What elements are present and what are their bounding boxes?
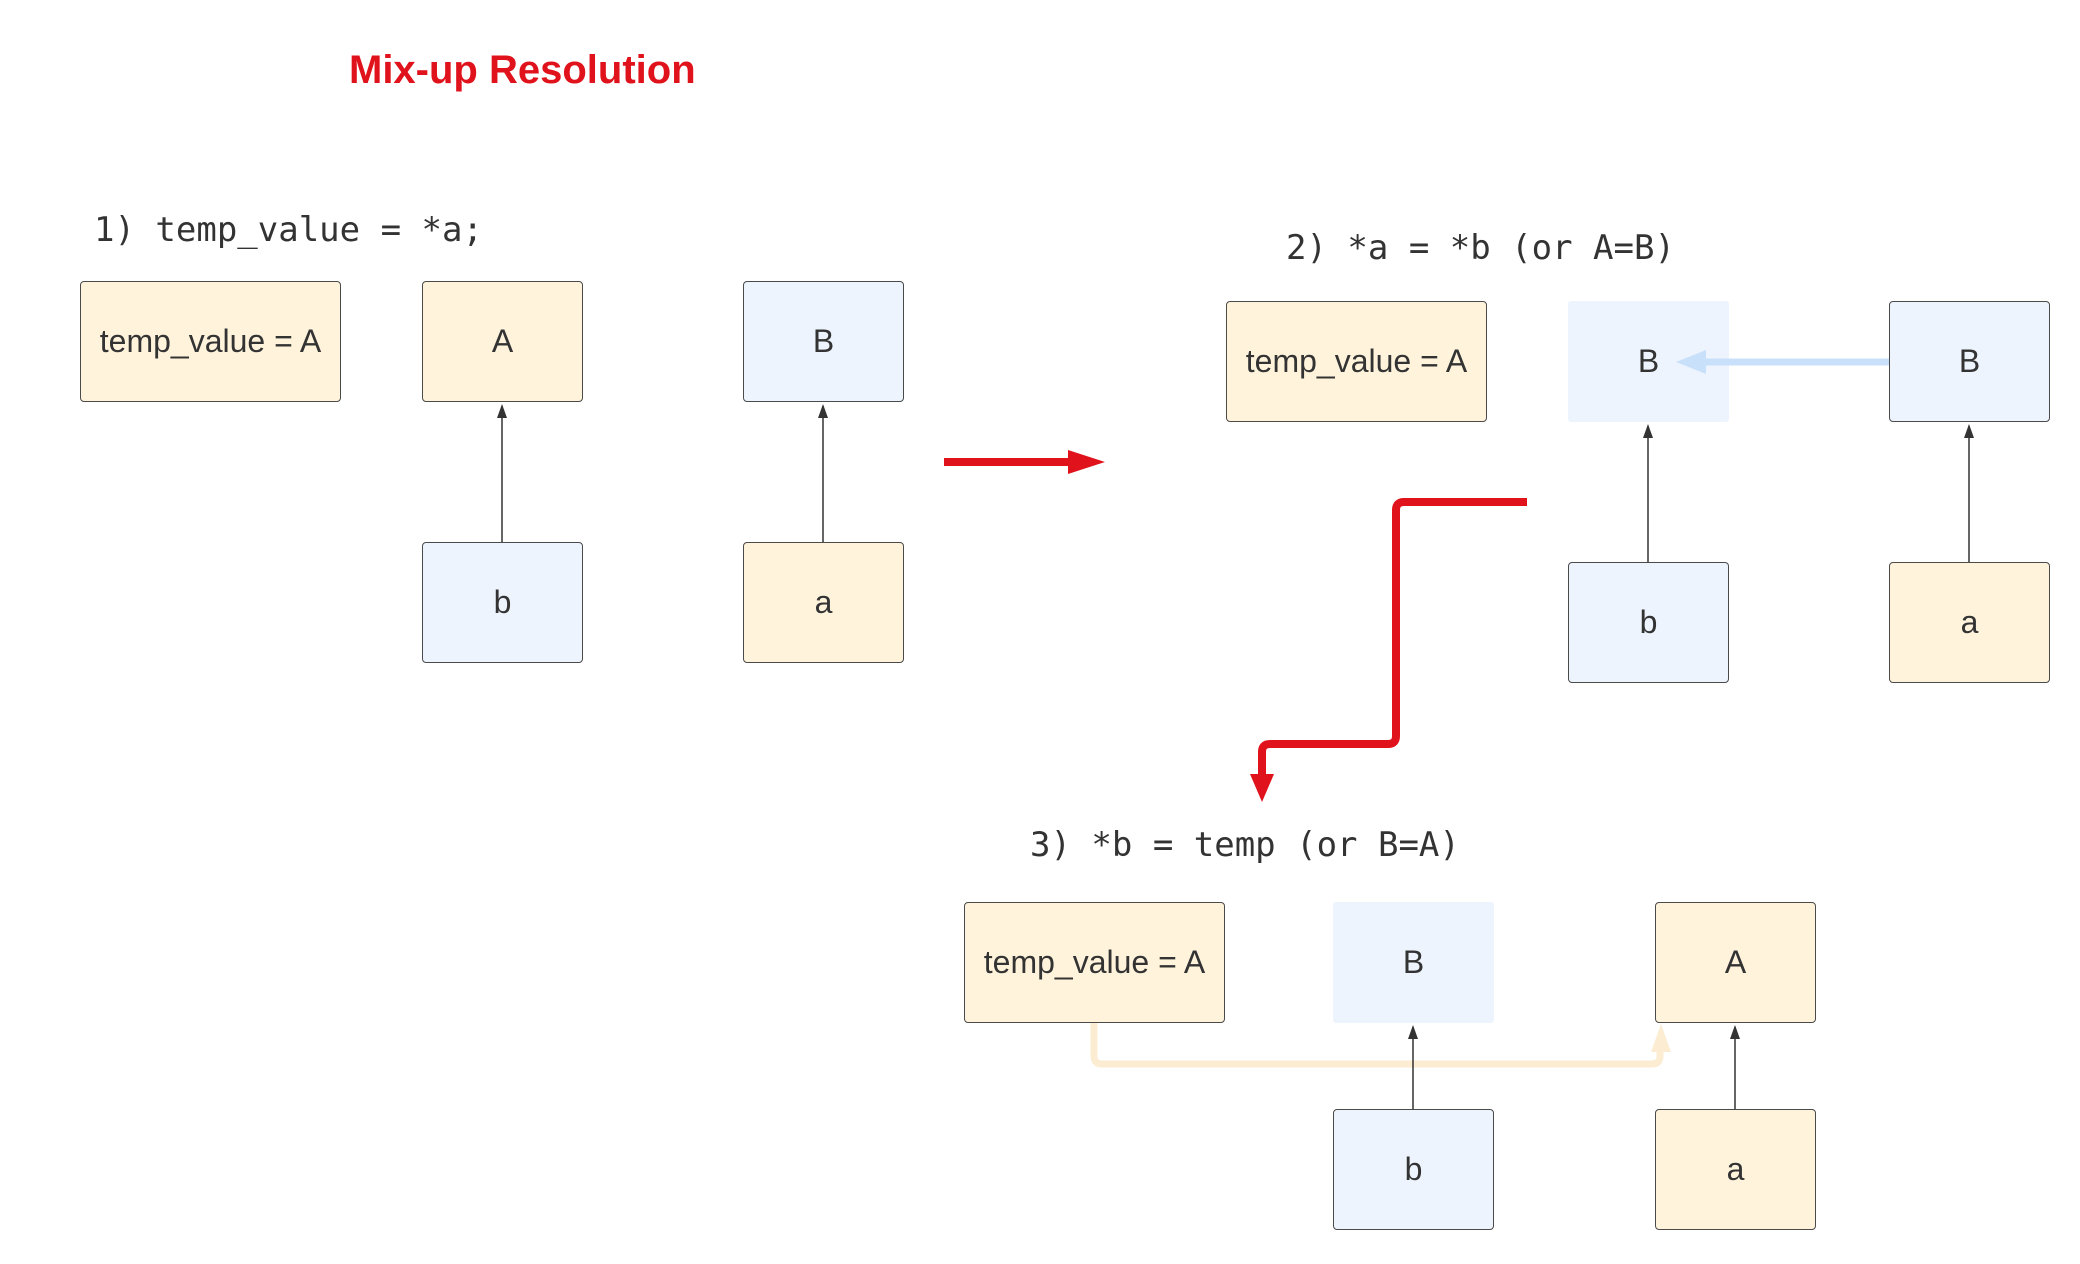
step-1-pointer-b-box: b <box>422 542 583 663</box>
diagram-title: Mix-up Resolution <box>349 48 696 92</box>
step-3-label: 3) *b = temp (or B=A) <box>1030 825 1460 865</box>
step-3-pointer-a-arrow <box>1730 1025 1740 1109</box>
step-2-pointer-b-arrow <box>1643 424 1653 562</box>
transition-arrow-2-to-3 <box>1250 498 1527 802</box>
step-3-temp-value-box: temp_value = A <box>964 902 1225 1023</box>
step-2-label: 2) *a = *b (or A=B) <box>1286 228 1675 268</box>
step-3-pointer-b-arrow <box>1408 1025 1418 1109</box>
step-2-pointer-b-box: b <box>1568 562 1729 683</box>
step-1-pointer-a-box: a <box>743 542 904 663</box>
step-1-temp-value-box: temp_value = A <box>80 281 341 402</box>
step-1-pointer-a-to-B-arrow <box>818 404 828 542</box>
step-2-pointer-a-arrow <box>1964 424 1974 562</box>
step-2-copy-B-arrow <box>1676 350 1889 374</box>
step-1-pointer-b-to-A-arrow <box>497 404 507 542</box>
step-3-copy-A-arrow <box>1090 1023 1671 1068</box>
step-2-temp-value-box: temp_value = A <box>1226 301 1487 422</box>
step-1-label: 1) temp_value = *a; <box>94 210 483 250</box>
step-1-value-B-box: B <box>743 281 904 402</box>
step-1-value-A-box: A <box>422 281 583 402</box>
step-2-value-B-box: B <box>1889 301 2050 422</box>
step-3-pointer-b-box: b <box>1333 1109 1494 1230</box>
step-3-value-B-box: B <box>1333 902 1494 1023</box>
step-3-pointer-a-box: a <box>1655 1109 1816 1230</box>
step-2-pointer-a-box: a <box>1889 562 2050 683</box>
transition-arrow-1-to-2 <box>944 450 1105 474</box>
step-3-value-A-box: A <box>1655 902 1816 1023</box>
